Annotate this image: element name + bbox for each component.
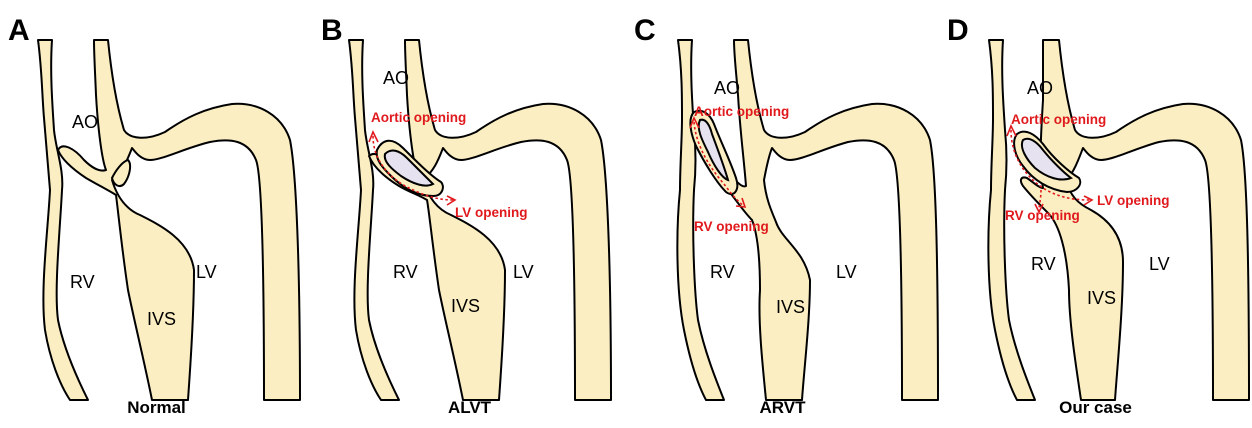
annotation-aortic-opening: Aortic opening <box>694 104 789 119</box>
rv-free-wall <box>38 40 88 400</box>
aortic-wall-and-septum <box>369 40 611 400</box>
panel-caption: Our case <box>939 398 1252 418</box>
annotation-rv-opening: RV opening <box>694 219 769 234</box>
aortic-wall-and-septum <box>58 40 300 400</box>
heart-diagram-arvt: AO Aortic opening RV opening RV LV IVS <box>626 0 939 400</box>
label-ao: AO <box>383 68 409 88</box>
heart-diagram-alvt: AO Aortic opening LV opening RV LV IVS <box>313 0 626 400</box>
label-ivs: IVS <box>451 296 480 316</box>
heart-diagram-our-case: AO Aortic opening LV opening RV opening … <box>939 0 1252 400</box>
label-rv: RV <box>1031 254 1056 274</box>
label-rv: RV <box>70 272 95 292</box>
annotation-rv-opening: RV opening <box>1005 208 1080 223</box>
label-ao: AO <box>714 78 740 98</box>
panel-caption: ALVT <box>313 398 626 418</box>
heart-diagram-normal: AO RV LV IVS <box>0 0 313 400</box>
label-rv: RV <box>710 262 735 282</box>
panel-c: C AO Aortic opening RV opening RV LV IVS… <box>626 0 939 428</box>
label-ao: AO <box>72 112 98 132</box>
label-lv: LV <box>196 262 217 282</box>
label-ao: AO <box>1027 78 1053 98</box>
label-lv: LV <box>836 262 857 282</box>
label-ivs: IVS <box>776 297 805 317</box>
annotation-lv-opening: LV opening <box>1097 193 1170 208</box>
panel-caption: Normal <box>0 398 313 418</box>
annotation-aortic-opening: Aortic opening <box>371 110 466 125</box>
label-lv: LV <box>1149 254 1170 274</box>
label-ivs: IVS <box>1087 288 1116 308</box>
annotation-lv-opening: LV opening <box>455 205 528 220</box>
panel-d: D AO Aortic opening LV opening RV openin… <box>939 0 1252 428</box>
annotation-aortic-opening: Aortic opening <box>1011 112 1106 127</box>
panel-caption: ARVT <box>626 398 939 418</box>
label-ivs: IVS <box>147 309 176 329</box>
panel-b: B AO Aortic opening LV opening RV LV IVS… <box>313 0 626 428</box>
panel-a: A AO RV LV IVS Normal <box>0 0 313 428</box>
label-rv: RV <box>393 262 418 282</box>
label-lv: LV <box>513 262 534 282</box>
rv-free-wall <box>349 40 399 400</box>
